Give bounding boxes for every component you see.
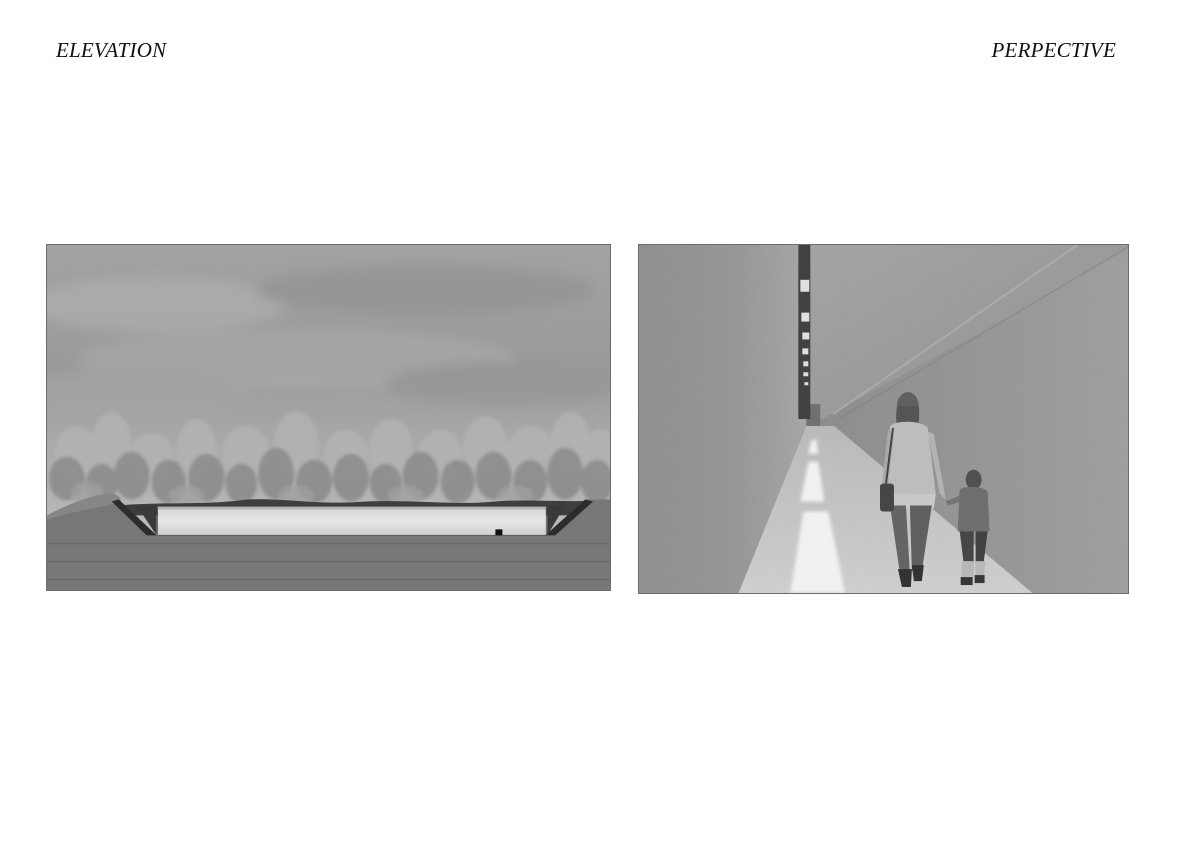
water-strip bbox=[157, 506, 547, 536]
elevation-image bbox=[46, 244, 611, 591]
slope-left bbox=[111, 499, 157, 536]
tree-line bbox=[48, 412, 610, 506]
mound-left bbox=[47, 493, 121, 520]
perspective-heading: PERPECTIVE bbox=[991, 38, 1116, 62]
perspective-render bbox=[639, 245, 1128, 593]
perspective-image bbox=[638, 244, 1129, 594]
elevation-drawing bbox=[47, 245, 610, 590]
elevation-heading: ELEVATION bbox=[56, 38, 167, 62]
marker-block bbox=[495, 529, 503, 536]
clouds bbox=[47, 264, 610, 418]
slope-right bbox=[545, 499, 594, 536]
ground bbox=[47, 495, 610, 590]
